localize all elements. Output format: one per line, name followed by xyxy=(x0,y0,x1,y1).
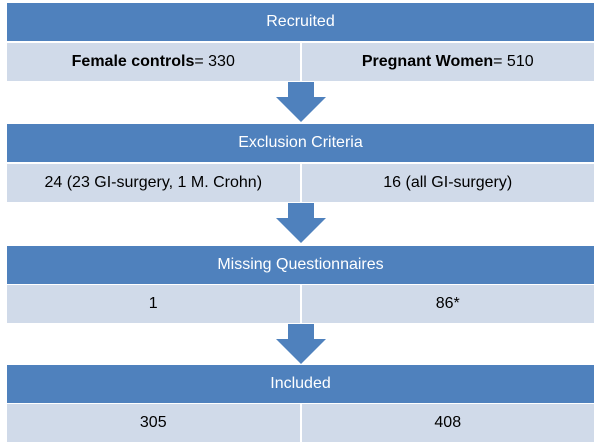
cell-pregnant-missing: 86* xyxy=(299,285,594,323)
cell-value: 305 xyxy=(139,414,167,431)
cell-label: Female controls xyxy=(71,53,195,70)
cell-value: = 510 xyxy=(493,53,534,70)
cell-pregnant-women: Pregnant Women = 510 xyxy=(299,43,594,81)
cell-controls-missing: 1 xyxy=(7,285,300,323)
cell-value: 24 (23 GI-surgery, 1 M. Crohn) xyxy=(44,174,263,191)
down-arrow-icon xyxy=(276,324,326,364)
stage-header-included: Included xyxy=(7,365,594,403)
cell-controls-included: 305 xyxy=(7,404,300,442)
cell-value: 408 xyxy=(434,414,462,431)
cell-female-controls: Female controls = 330 xyxy=(7,43,300,81)
down-arrow-icon xyxy=(276,82,326,122)
stage-header-exclusion: Exclusion Criteria xyxy=(7,124,594,162)
cell-pregnant-excluded: 16 (all GI-surgery) xyxy=(299,164,594,202)
stage-row-included: 305 408 xyxy=(7,404,594,442)
cell-value: 1 xyxy=(148,295,158,312)
stage-header-recruited: Recruited xyxy=(7,3,594,41)
cell-controls-excluded: 24 (23 GI-surgery, 1 M. Crohn) xyxy=(7,164,300,202)
stage-row-recruited: Female controls = 330 Pregnant Women = 5… xyxy=(7,43,594,81)
cell-pregnant-included: 408 xyxy=(299,404,594,442)
down-arrow-icon xyxy=(276,203,326,243)
stage-header-missing: Missing Questionnaires xyxy=(7,246,594,284)
cell-value: 86* xyxy=(435,295,460,312)
stage-row-missing: 1 86* xyxy=(7,285,594,323)
cell-value: = 330 xyxy=(194,53,235,70)
cell-label: Pregnant Women xyxy=(361,53,494,70)
cell-value: 16 (all GI-surgery) xyxy=(383,174,513,191)
stage-row-exclusion: 24 (23 GI-surgery, 1 M. Crohn) 16 (all G… xyxy=(7,164,594,202)
